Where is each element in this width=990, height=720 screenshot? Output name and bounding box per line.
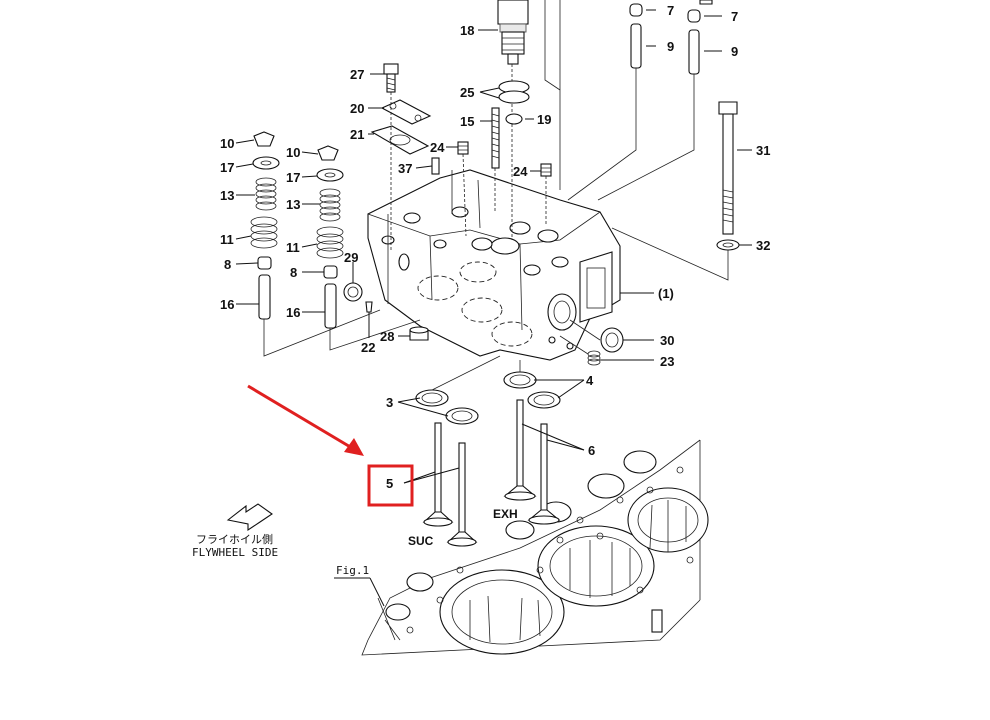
callout-25: 25 bbox=[460, 85, 474, 100]
head-bolt-parts bbox=[611, 101, 740, 281]
red-arrowhead-icon bbox=[344, 438, 364, 456]
callout-7-right: 7 bbox=[731, 9, 738, 24]
callout-21: 21 bbox=[350, 127, 364, 142]
callout-1: (1) bbox=[658, 286, 674, 301]
o-rings-parts bbox=[498, 80, 530, 125]
valve-train-left-parts bbox=[250, 131, 381, 357]
callout-17-right: 17 bbox=[286, 170, 300, 185]
plugs-parts bbox=[431, 141, 552, 237]
valve-seat-parts bbox=[415, 355, 561, 425]
leader-lines bbox=[235, 9, 752, 484]
callout-13-right: 13 bbox=[286, 197, 300, 212]
flywheel-side-english: FLYWHEEL SIDE bbox=[192, 546, 278, 559]
callout-20: 20 bbox=[350, 101, 364, 116]
callout-9-left: 9 bbox=[667, 39, 674, 54]
valve-parts bbox=[422, 399, 561, 547]
callout-18: 18 bbox=[460, 23, 474, 38]
callout-30: 30 bbox=[660, 333, 674, 348]
callout-7-left: 7 bbox=[667, 3, 674, 18]
exh-label: EXH bbox=[493, 507, 518, 521]
flywheel-side-japanese: フライホイル側 bbox=[196, 533, 273, 546]
callout-37: 37 bbox=[398, 161, 412, 176]
callout-11-right: 11 bbox=[286, 240, 300, 255]
callout-labels: 18 27 20 21 25 15 19 10 17 13 11 8 16 10… bbox=[220, 3, 770, 491]
callout-19: 19 bbox=[537, 112, 551, 127]
callout-24-upper: 24 bbox=[430, 140, 445, 155]
callout-32: 32 bbox=[756, 238, 770, 253]
engine-block-illustration bbox=[361, 439, 709, 656]
callout-15: 15 bbox=[460, 114, 474, 129]
callout-27: 27 bbox=[350, 67, 364, 82]
callout-8-left: 8 bbox=[224, 257, 231, 272]
figure-number: Fig.1 bbox=[336, 564, 369, 577]
cylinder-head-illustration bbox=[367, 169, 621, 361]
valve-train-right-parts bbox=[316, 145, 421, 351]
callout-11-left: 11 bbox=[220, 232, 234, 247]
callout-10-right: 10 bbox=[286, 145, 300, 160]
callout-22: 22 bbox=[361, 340, 375, 355]
callout-23: 23 bbox=[660, 354, 674, 369]
callout-31: 31 bbox=[756, 143, 770, 158]
suc-label: SUC bbox=[408, 534, 434, 548]
injector-part bbox=[497, 0, 561, 240]
callout-28: 28 bbox=[380, 329, 394, 344]
callout-29: 29 bbox=[344, 250, 358, 265]
callout-16-right: 16 bbox=[286, 305, 300, 320]
stud-part bbox=[491, 107, 500, 212]
callout-13-left: 13 bbox=[220, 188, 234, 203]
callout-8-right: 8 bbox=[290, 265, 297, 280]
flywheel-side-indicator: フライホイル側 FLYWHEEL SIDE bbox=[192, 503, 278, 559]
callout-17-left: 17 bbox=[220, 160, 234, 175]
part-5-highlight-box bbox=[367, 464, 414, 507]
callout-16-left: 16 bbox=[220, 297, 234, 312]
figure-label: Fig.1 bbox=[334, 564, 385, 607]
callout-24-lower: 24 bbox=[513, 164, 528, 179]
callout-5: 5 bbox=[386, 476, 393, 491]
red-pointer-arrow bbox=[247, 384, 353, 450]
misc-seal-parts bbox=[343, 282, 429, 341]
callout-6: 6 bbox=[588, 443, 595, 458]
callout-3: 3 bbox=[386, 395, 393, 410]
callout-4: 4 bbox=[586, 373, 594, 388]
callout-9-right: 9 bbox=[731, 44, 738, 59]
highlight-annotation bbox=[247, 384, 414, 507]
cover-plate-parts bbox=[370, 63, 432, 250]
valve-guides-upper-parts bbox=[567, 0, 713, 201]
callout-10-left: 10 bbox=[220, 136, 234, 151]
flywheel-direction-arrow-icon bbox=[226, 503, 273, 532]
